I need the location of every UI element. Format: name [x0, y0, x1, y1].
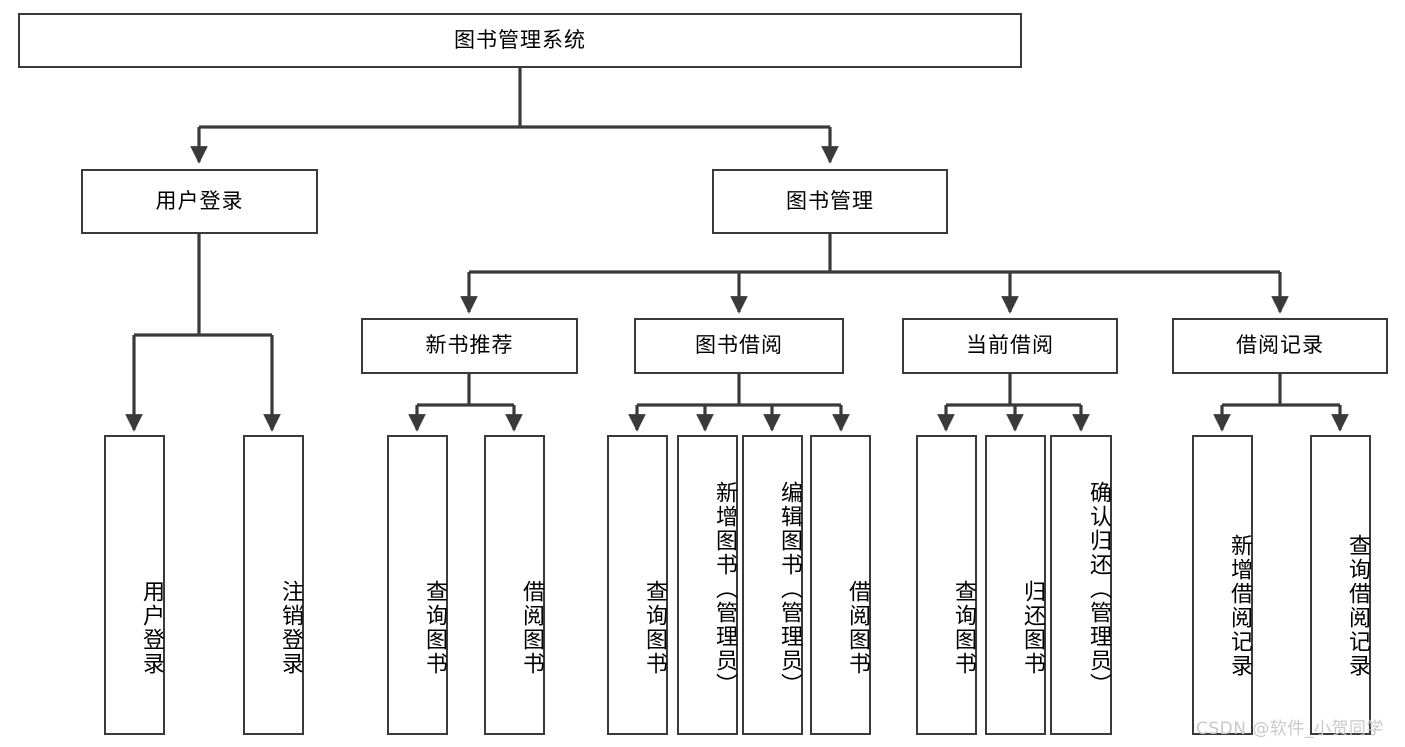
node-leaf-user-login[interactable]: 用户登录	[104, 435, 165, 735]
node-user-login-label: 用户登录	[155, 188, 244, 213]
node-current-borrow-label: 当前借阅	[966, 333, 1054, 358]
node-book-manage-label: 图书管理	[786, 188, 874, 213]
node-leaf-return-book-label: 归还图书	[1020, 579, 1045, 676]
node-leaf-logout-login[interactable]: 注销登录	[243, 435, 304, 735]
node-leaf-query-book-1-label: 查询图书	[422, 579, 447, 676]
node-root[interactable]: 图书管理系统	[18, 13, 1022, 68]
node-leaf-query-book-1[interactable]: 查询图书	[387, 435, 448, 735]
node-book-manage[interactable]: 图书管理	[712, 169, 948, 234]
node-leaf-query-book-2[interactable]: 查询图书	[607, 435, 668, 735]
node-new-book-recommend[interactable]: 新书推荐	[361, 318, 578, 374]
node-leaf-confirm-return-label: 确认归还（管理员）	[1086, 481, 1111, 697]
node-leaf-query-book-3[interactable]: 查询图书	[916, 435, 977, 735]
node-leaf-borrow-book-1-label: 借阅图书	[519, 579, 544, 676]
node-leaf-edit-book[interactable]: 编辑图书（管理员）	[742, 435, 803, 735]
node-leaf-add-book-label: 新增图书（管理员）	[712, 481, 737, 697]
node-leaf-borrow-book-2-label: 借阅图书	[845, 579, 870, 676]
node-leaf-return-book[interactable]: 归还图书	[985, 435, 1046, 735]
node-leaf-user-login-label: 用户登录	[139, 579, 164, 676]
node-root-label: 图书管理系统	[454, 27, 586, 52]
node-leaf-query-book-2-label: 查询图书	[642, 579, 667, 676]
node-leaf-logout-login-label: 注销登录	[278, 579, 303, 676]
node-current-borrow[interactable]: 当前借阅	[902, 318, 1118, 374]
node-leaf-query-record-label: 查询借阅记录	[1345, 534, 1370, 678]
node-user-login[interactable]: 用户登录	[81, 169, 318, 234]
node-leaf-edit-book-label: 编辑图书（管理员）	[777, 481, 802, 697]
node-book-borrow[interactable]: 图书借阅	[634, 318, 844, 374]
node-leaf-add-record-label: 新增借阅记录	[1227, 534, 1252, 678]
node-leaf-query-book-3-label: 查询图书	[951, 579, 976, 676]
node-leaf-add-book[interactable]: 新增图书（管理员）	[677, 435, 738, 735]
node-leaf-query-record[interactable]: 查询借阅记录	[1310, 435, 1371, 735]
node-leaf-add-record[interactable]: 新增借阅记录	[1192, 435, 1253, 735]
node-leaf-confirm-return[interactable]: 确认归还（管理员）	[1050, 435, 1112, 735]
node-leaf-borrow-book-1[interactable]: 借阅图书	[484, 435, 545, 735]
node-new-book-recommend-label: 新书推荐	[425, 333, 514, 358]
node-borrow-record[interactable]: 借阅记录	[1172, 318, 1388, 374]
node-borrow-record-label: 借阅记录	[1236, 333, 1324, 358]
node-leaf-borrow-book-2[interactable]: 借阅图书	[810, 435, 871, 735]
node-book-borrow-label: 图书借阅	[695, 333, 783, 358]
